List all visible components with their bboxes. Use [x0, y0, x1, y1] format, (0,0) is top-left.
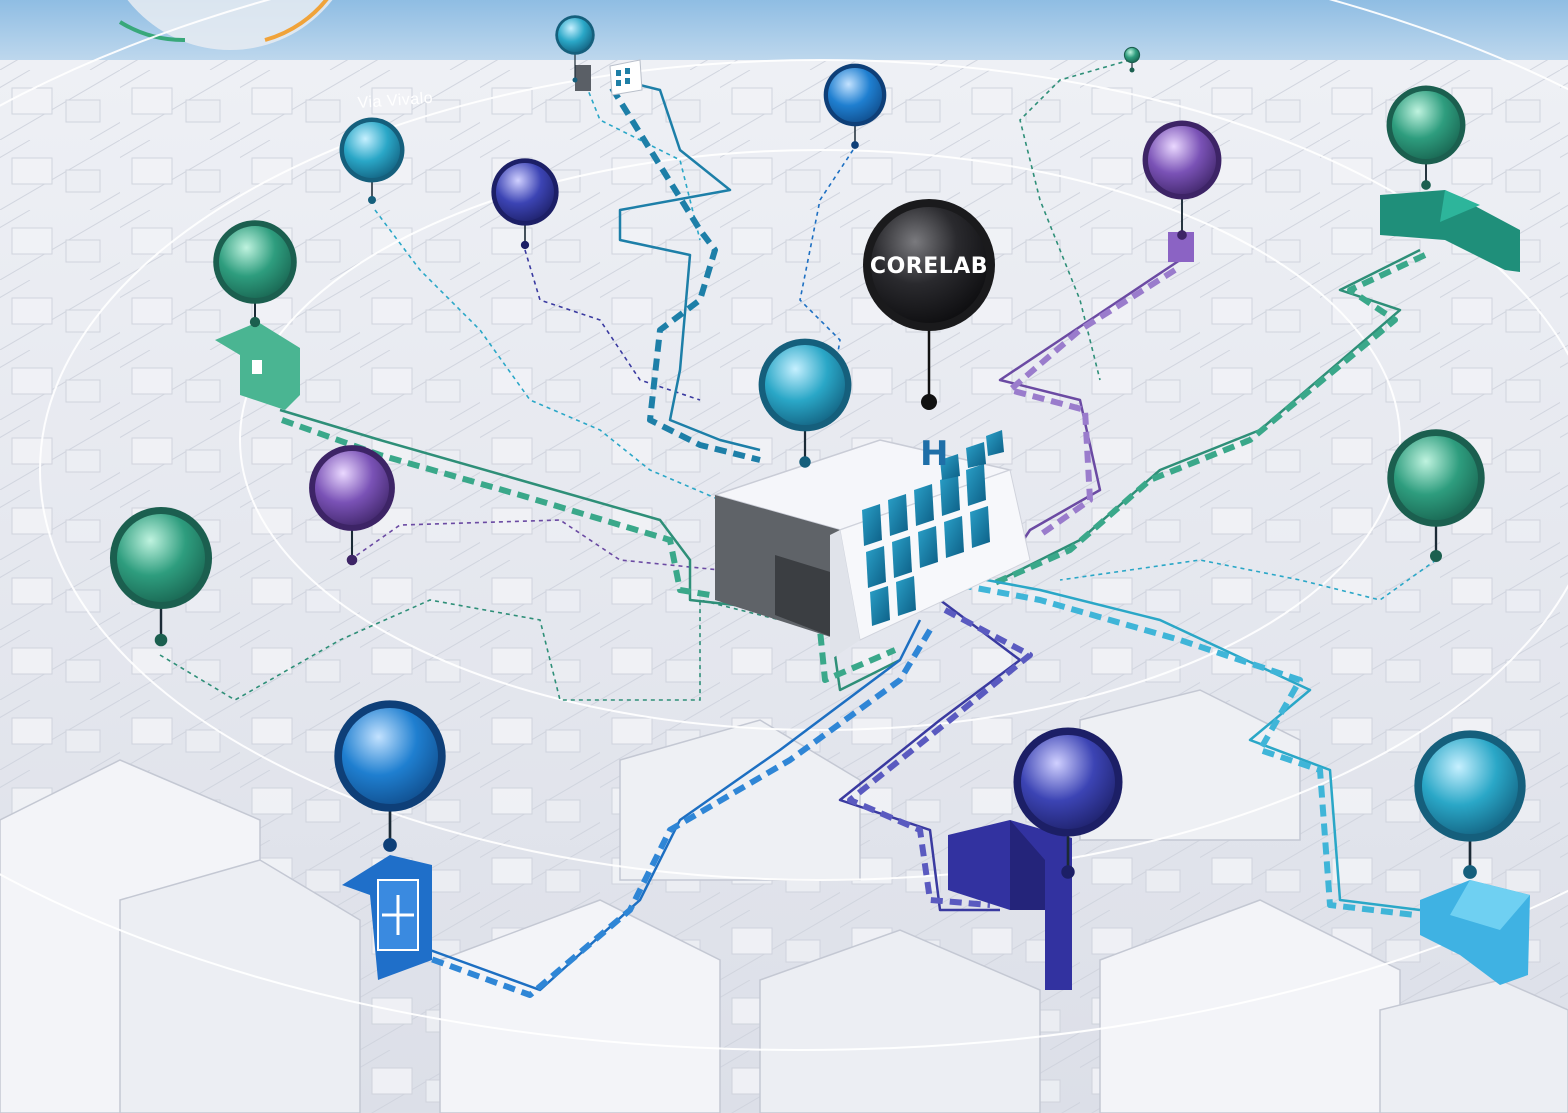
node-clinic-pin[interactable] [334, 700, 446, 852]
node-left-indigo-pin[interactable] [491, 158, 559, 250]
node-left-teal-pin[interactable] [109, 506, 213, 647]
far-right-building-icon [1380, 190, 1520, 272]
feeder-routes [159, 59, 1437, 701]
corner-ring [118, 0, 333, 50]
node-top-left-pin[interactable] [339, 117, 405, 204]
pin-anchor-dot [383, 838, 397, 852]
pin-anchor-dot [572, 77, 578, 83]
pin-icon [344, 122, 400, 178]
building-icon [1392, 91, 1460, 159]
pin-anchor-dot [368, 196, 376, 204]
clinic-icon [342, 855, 432, 980]
pin-icon [496, 163, 554, 221]
foreground-buildings [0, 689, 1568, 1113]
node-right-teal-pin[interactable] [1387, 429, 1485, 562]
corelab-hub[interactable]: CORELAB [863, 199, 995, 410]
node-pins [109, 15, 1526, 879]
pin-icon [1394, 436, 1478, 520]
pin-anchor-dot [851, 141, 859, 149]
node-far-right-pin[interactable] [1386, 85, 1466, 190]
node-top-hospital-pin[interactable] [555, 15, 595, 83]
building-icon [1422, 738, 1518, 834]
building-icon [1148, 126, 1216, 194]
pin-icon [1125, 48, 1139, 62]
house-icon [215, 322, 300, 410]
pin-anchor-dot [154, 633, 168, 647]
pin-anchor-dot [346, 554, 358, 566]
pin-icon [765, 345, 845, 425]
building-icon [1021, 735, 1115, 829]
node-bottom-right-pin[interactable] [1414, 730, 1526, 879]
pin-anchor-dot [1430, 550, 1442, 562]
indigo-building-icon [948, 820, 1072, 990]
top-small-hospital-icon [575, 59, 643, 96]
hospital-h-mark: H [920, 434, 948, 474]
node-house-pin[interactable] [213, 220, 297, 328]
bottom-right-building-icon [1420, 880, 1530, 985]
pin-icon [117, 514, 205, 602]
radius-rings [0, 0, 1568, 1051]
clinic-icon [342, 708, 438, 804]
pin-anchor-dot [1463, 865, 1477, 879]
pin-anchor-dot [799, 456, 811, 468]
node-top-center-pin[interactable] [823, 63, 887, 149]
node-center-pin[interactable] [758, 338, 852, 468]
pin-anchor-dot [1177, 230, 1187, 240]
small-hospital-icon [558, 18, 592, 52]
node-distant-pin[interactable] [1123, 46, 1141, 73]
house-icon [219, 226, 291, 298]
pin-anchor-dot [1129, 67, 1135, 73]
pin-icon [315, 451, 389, 525]
hospital-windows [862, 430, 1004, 626]
corelab-label: CORELAB [870, 254, 988, 279]
node-indigo-building-pin[interactable] [1013, 727, 1123, 879]
street-label: Via Vivalo [357, 90, 434, 112]
pin-anchor-dot [520, 240, 530, 250]
pin-anchor-dot [1421, 180, 1431, 190]
node-mid-left-purple-pin[interactable] [309, 445, 395, 566]
pin-icon [828, 68, 882, 122]
pin-anchor-dot [1061, 865, 1075, 879]
node-right-purple-pin[interactable] [1142, 120, 1222, 240]
main-routes [279, 76, 1427, 998]
pin-anchor-dot [249, 316, 261, 328]
central-hospital: H [712, 430, 1031, 660]
